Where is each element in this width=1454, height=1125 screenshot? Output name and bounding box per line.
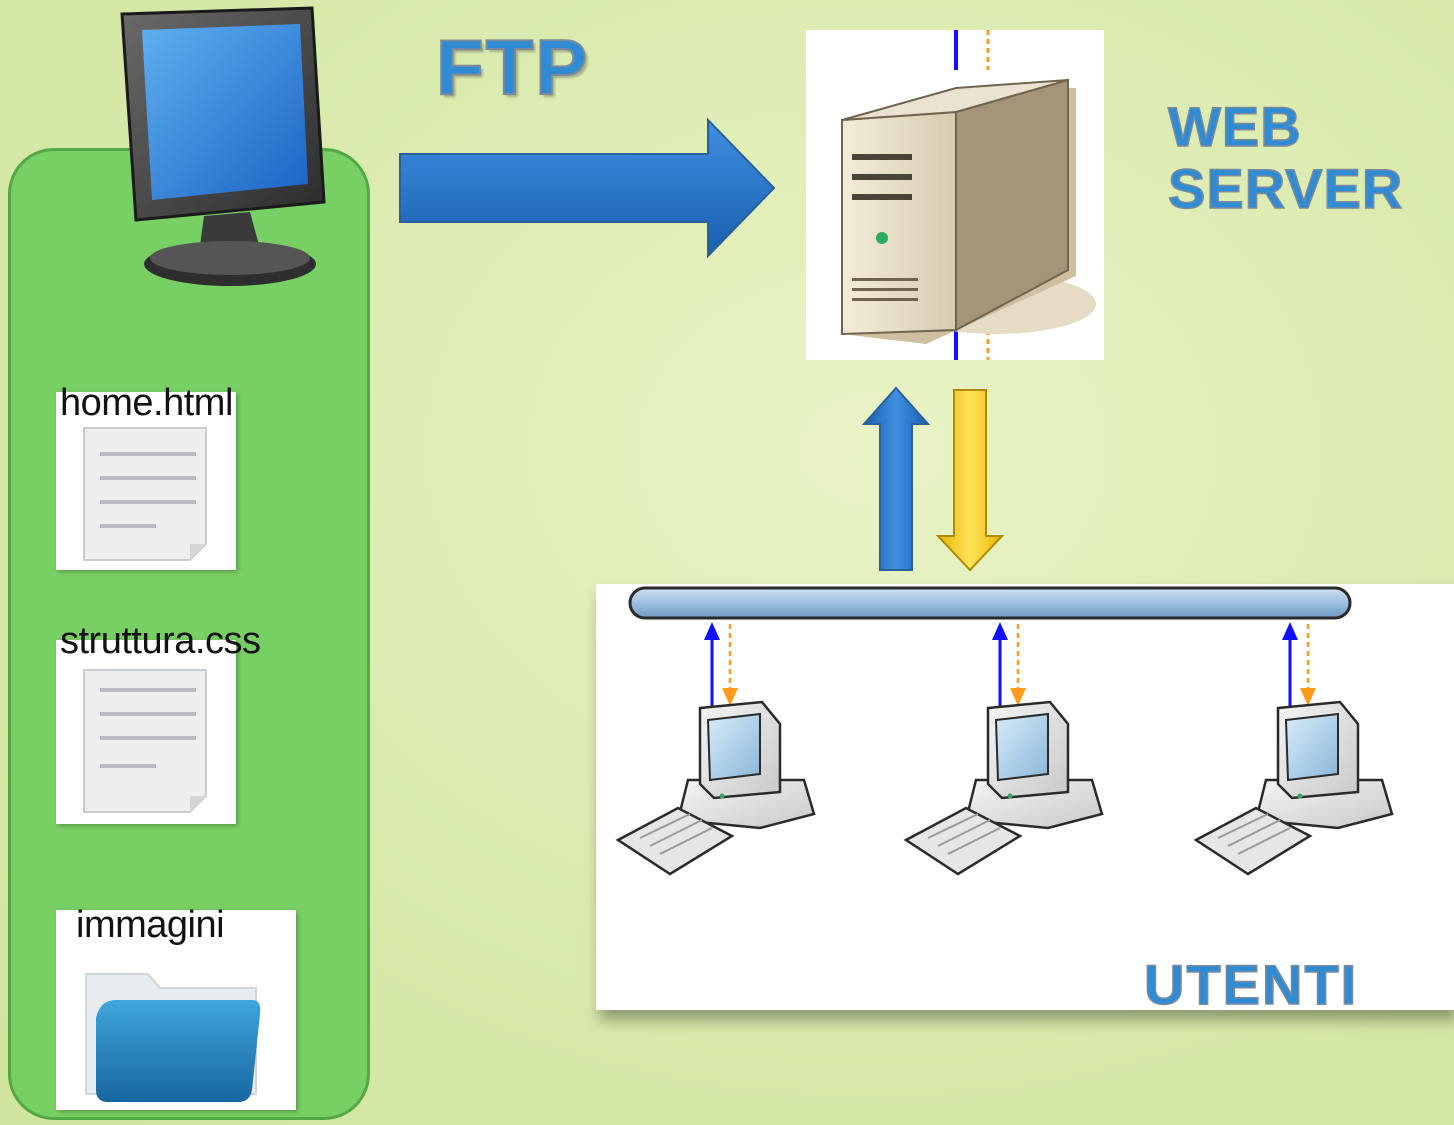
network-diagram: [615, 586, 1394, 876]
client-computers: [615, 622, 1394, 876]
server-icon: [841, 30, 1096, 360]
users-label: UTENTI: [1143, 952, 1359, 1017]
file-label-struttura: struttura.css: [60, 620, 261, 662]
folder-icon: [85, 973, 261, 1102]
web-server: [806, 30, 1104, 360]
client-computer-icon: [1193, 622, 1394, 876]
struttura-css-file: [56, 640, 236, 824]
document-icon: [83, 427, 207, 561]
client-computer-icon: [903, 622, 1104, 876]
response-arrow-icon: [934, 386, 1006, 581]
web-server-label-line1: WEB: [1167, 95, 1302, 158]
web-server-label-line2: SERVER: [1167, 156, 1404, 220]
document-icon: [83, 669, 207, 813]
file-label-immagini: immagini: [76, 904, 225, 946]
network-bus: [628, 586, 1352, 620]
users-network: [596, 584, 1454, 1010]
home-html-file: [56, 392, 236, 570]
request-arrow-icon: [860, 384, 932, 579]
file-label-home: home.html: [60, 382, 233, 424]
ftp-label: FTP: [435, 22, 590, 112]
monitor-icon: [112, 6, 330, 296]
immagini-folder: [56, 910, 296, 1110]
client-computer-icon: [615, 622, 816, 876]
ftp-arrow-icon: [396, 117, 780, 263]
web-server-label: WEB SERVER: [1167, 95, 1404, 220]
